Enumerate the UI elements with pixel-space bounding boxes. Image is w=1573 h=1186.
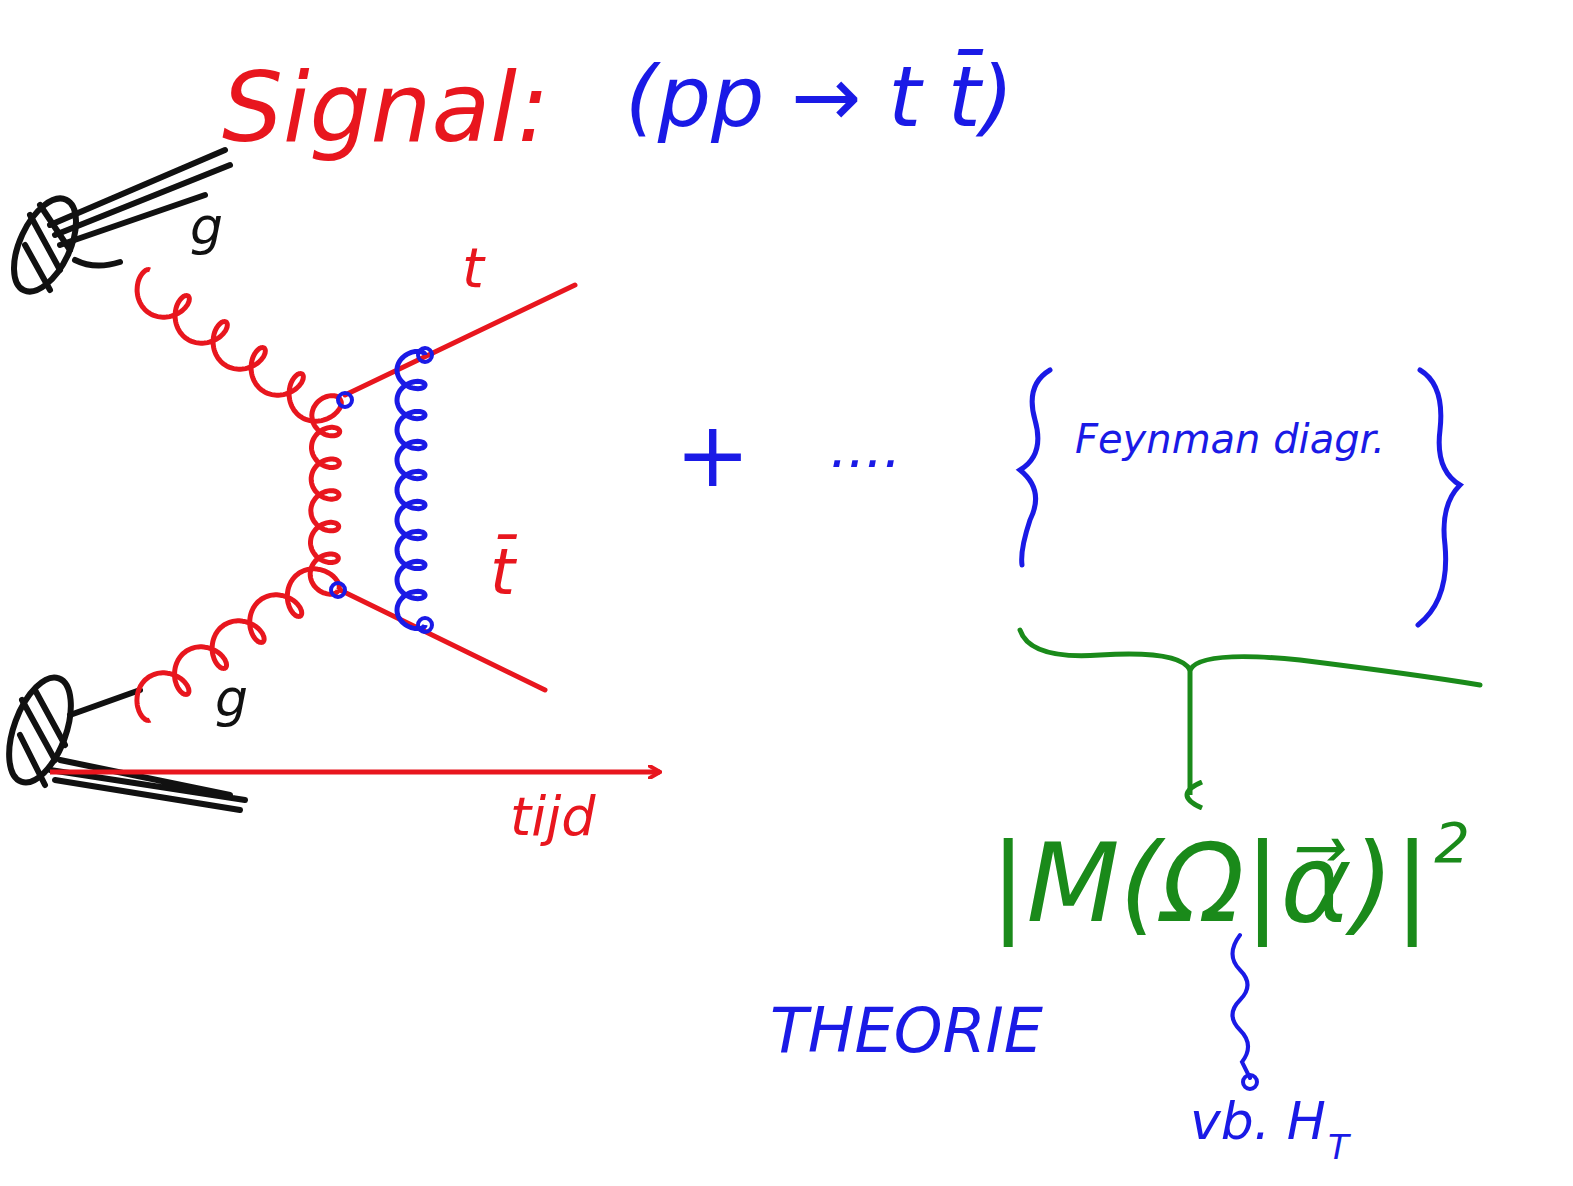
vertex-dot bbox=[331, 348, 432, 632]
arrow-tip bbox=[1243, 1075, 1257, 1089]
gluon-line bbox=[137, 270, 341, 422]
gluon-line bbox=[397, 351, 425, 628]
example-label: vb. H bbox=[1190, 1095, 1326, 1147]
particle-label: g bbox=[215, 672, 248, 724]
plus-sign: + bbox=[675, 410, 750, 500]
process-label: (pp → t t̄) bbox=[625, 55, 1014, 139]
proton bbox=[0, 669, 245, 810]
matrix-element: |M(Ω|α⃗)| bbox=[990, 830, 1430, 938]
arrow bbox=[1188, 670, 1193, 795]
brace-text: Feynman diagr. bbox=[1075, 415, 1395, 463]
exponent: 2 bbox=[1434, 815, 1470, 871]
particle-label: g bbox=[190, 200, 223, 252]
ellipsis: .... bbox=[830, 420, 901, 476]
curly-brace bbox=[1020, 370, 1460, 625]
under-brace bbox=[1020, 630, 1480, 685]
squiggle-arrow bbox=[1233, 935, 1251, 1078]
signal-label: Signal: bbox=[222, 60, 549, 156]
gluon-line bbox=[310, 396, 340, 595]
proton bbox=[1, 150, 230, 301]
particle-label: t bbox=[462, 240, 484, 296]
particle-label: t̄ bbox=[490, 540, 515, 604]
theory-label: THEORIE bbox=[770, 1000, 1043, 1062]
time-arrow bbox=[50, 770, 660, 775]
fermion-line bbox=[340, 285, 575, 690]
subscript: T bbox=[1328, 1130, 1349, 1164]
axis-label: tijd bbox=[510, 790, 595, 844]
